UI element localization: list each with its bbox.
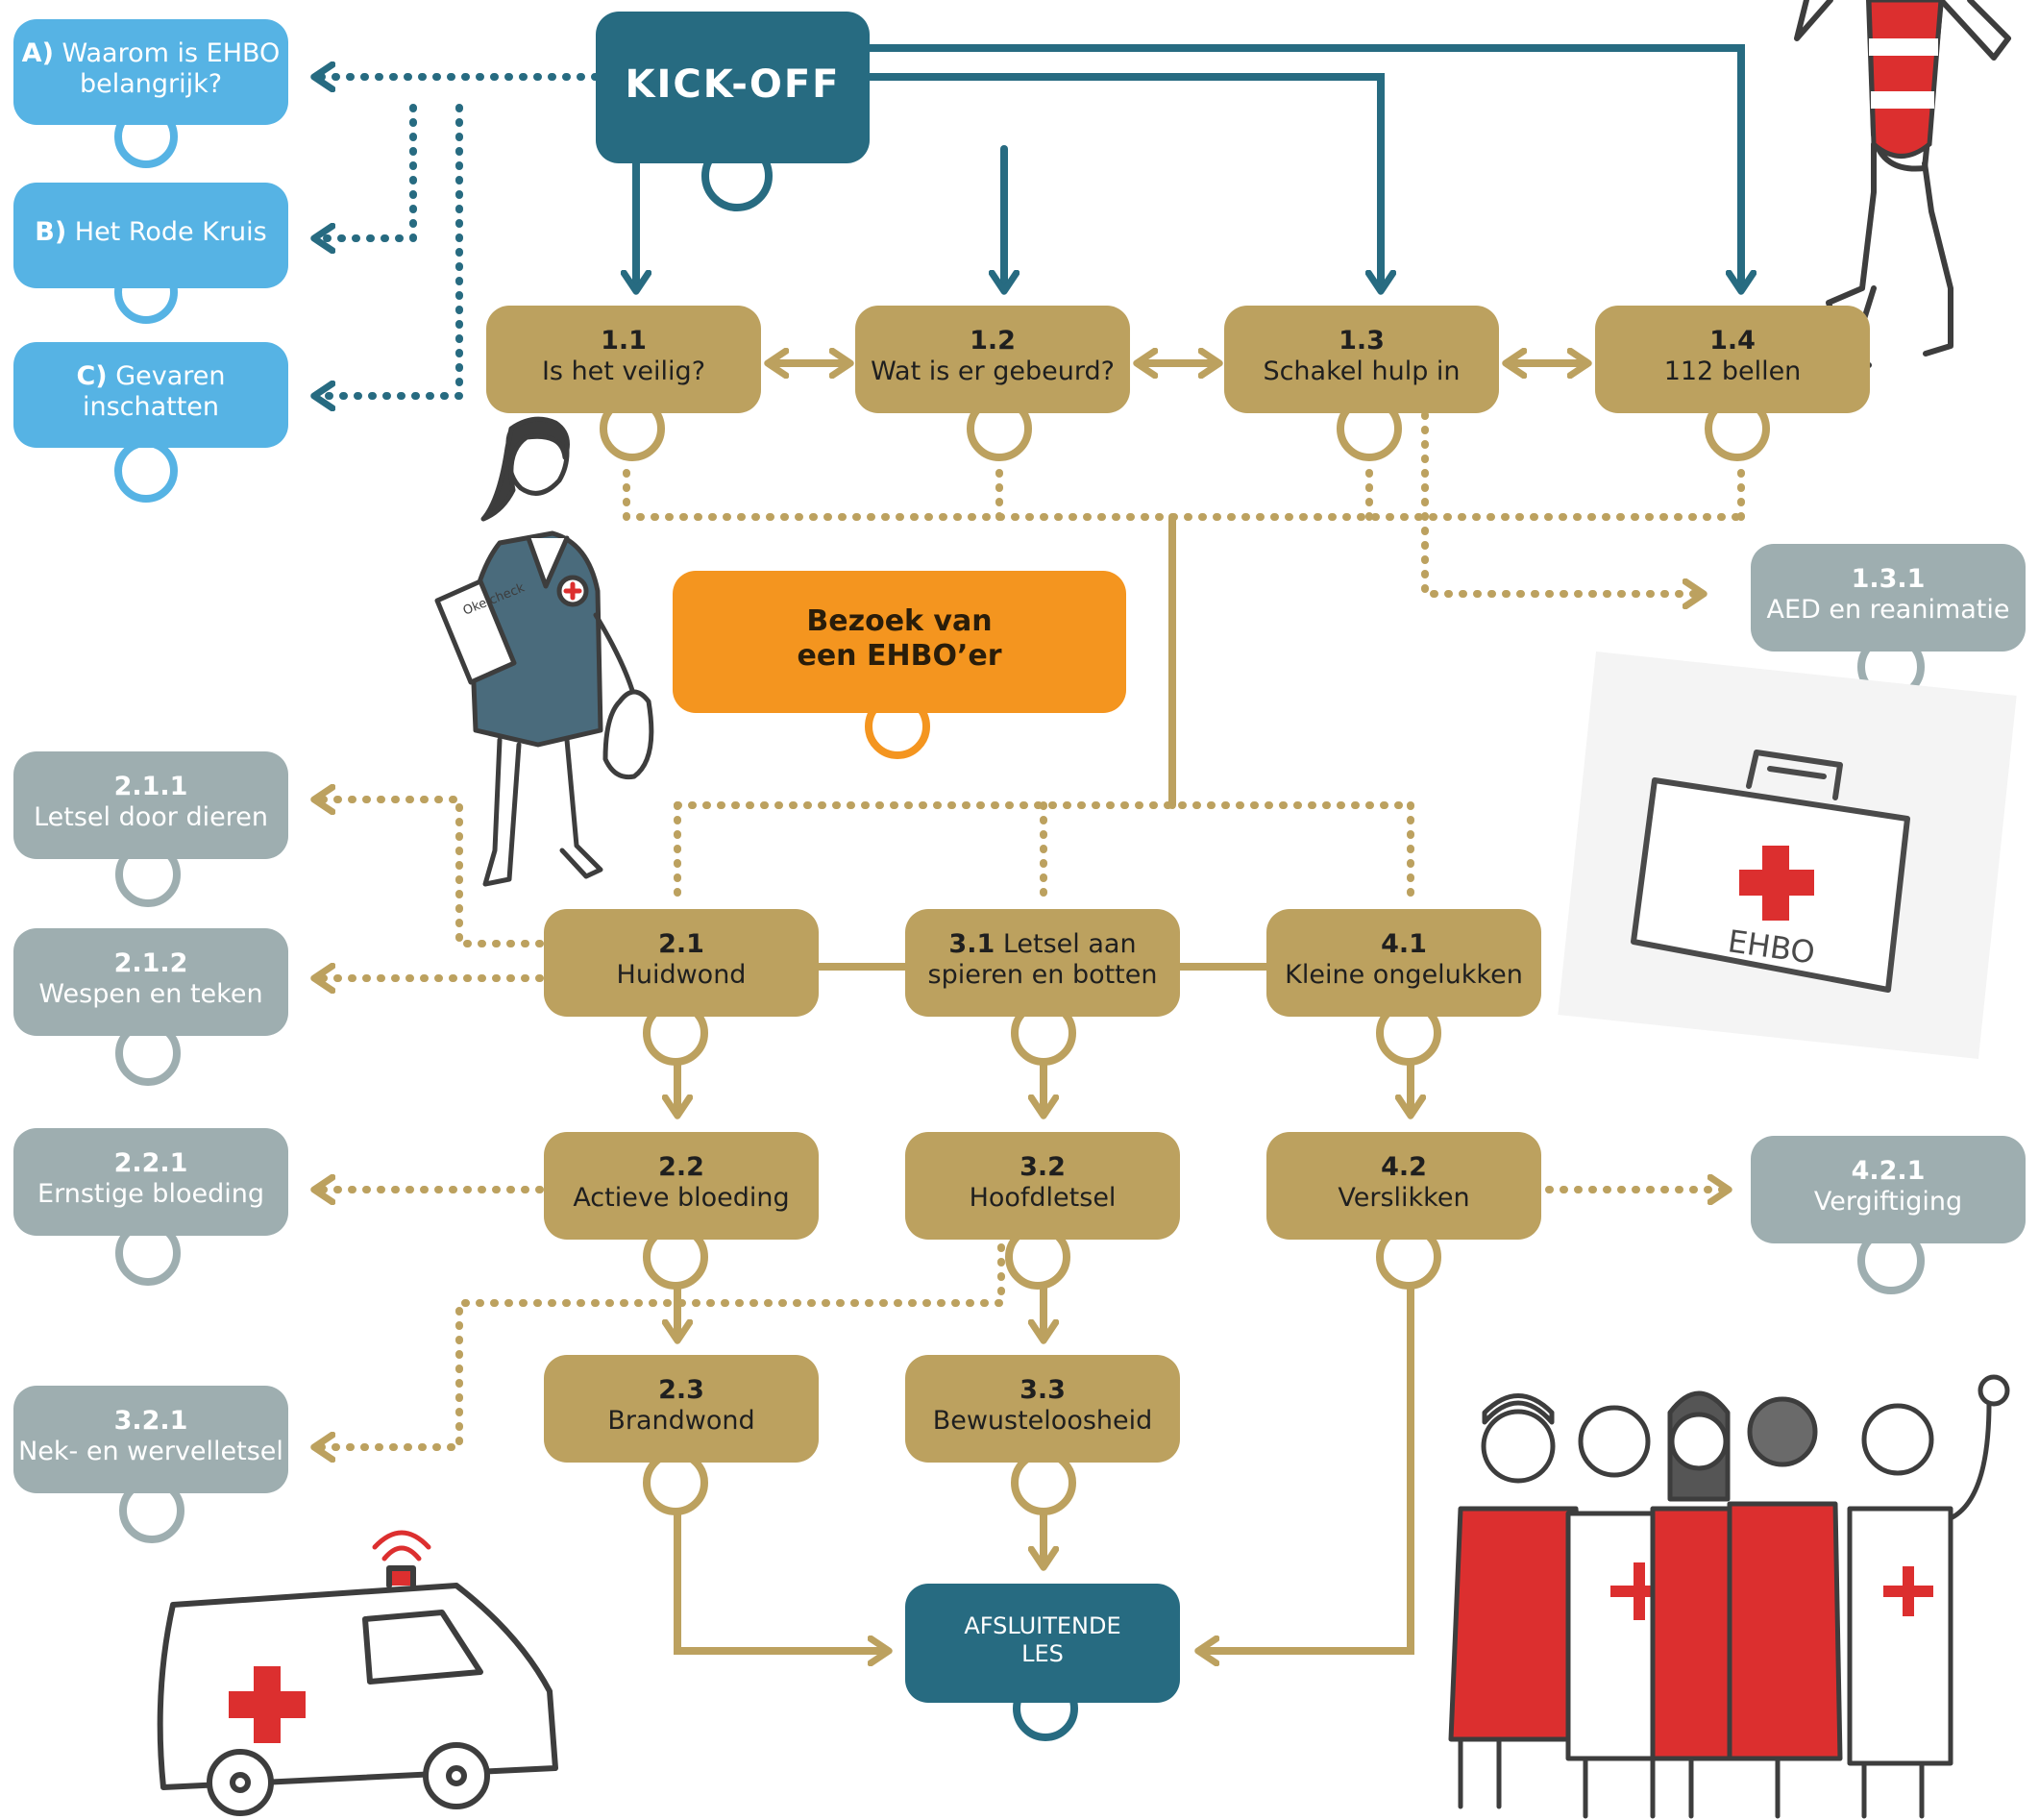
lesson-label: Wat is er gebeurd?	[871, 357, 1115, 386]
lesson-label: Is het veilig?	[541, 357, 706, 386]
kickoff-box[interactable]: KICK-OFF	[596, 12, 870, 163]
lesson-number: 4.2	[1381, 1151, 1427, 1182]
lesson-label: Kleine ongelukken	[1285, 960, 1523, 990]
lesson-label: Brandwond	[607, 1406, 755, 1436]
lesson-3-2[interactable]: 3.2 Hoofdletsel	[905, 1132, 1180, 1240]
extra-4-2-1[interactable]: 4.2.1 Vergiftiging	[1751, 1136, 2026, 1243]
intro-a-key: A)	[21, 37, 54, 68]
extra-label: Vergiftiging	[1813, 1187, 1963, 1217]
intro-b-text: Het Rode Kruis	[74, 216, 267, 247]
intro-box-b[interactable]: B) Het Rode Kruis	[13, 183, 288, 288]
lesson-number: 2.3	[658, 1374, 704, 1405]
intro-arrows	[317, 77, 600, 396]
lesson-4-1[interactable]: 4.1 Kleine ongelukken	[1266, 909, 1541, 1017]
intro-c-text: Gevaren inschatten	[82, 360, 226, 422]
dotted-gold-lines	[317, 411, 1745, 1447]
extra-label: Ernstige bloeding	[37, 1179, 264, 1209]
lesson-label: Huidwond	[616, 960, 747, 990]
lesson-number: 4.1	[1381, 928, 1427, 959]
lesson-3-1[interactable]: 3.1 Letsel aan spieren en botten	[905, 909, 1180, 1017]
lesson-number: 3.3	[1020, 1374, 1066, 1405]
intro-box-c[interactable]: C) Gevaren inschatten	[13, 342, 288, 448]
extra-number: 2.1.1	[113, 771, 188, 801]
visit-label: Bezoek van een EHBO’er	[797, 604, 1002, 673]
lesson-number: 3.2	[1020, 1151, 1066, 1182]
extra-2-1-2[interactable]: 2.1.2 Wespen en teken	[13, 928, 288, 1036]
lesson-label: Hoofdletsel	[969, 1183, 1117, 1213]
lesson-1-2[interactable]: 1.2 Wat is er gebeurd?	[855, 306, 1130, 413]
extra-2-2-1[interactable]: 2.2.1 Ernstige bloeding	[13, 1128, 288, 1236]
lesson-2-3[interactable]: 2.3 Brandwond	[544, 1355, 819, 1463]
lesson-label: Verslikken	[1338, 1183, 1470, 1213]
lesson-1-1[interactable]: 1.1 Is het veilig?	[486, 306, 761, 413]
extra-1-3-1[interactable]: 1.3.1 AED en reanimatie	[1751, 544, 2026, 652]
lesson-label: Bewusteloosheid	[932, 1406, 1153, 1436]
lesson-1-4[interactable]: 1.4 112 bellen	[1595, 306, 1870, 413]
kickoff-label: KICK-OFF	[625, 62, 841, 107]
intro-a-text: Waarom is EHBO belangrijk?	[61, 37, 281, 99]
closing-lesson-box[interactable]: AFSLUITENDE LES	[905, 1584, 1180, 1703]
lesson-number: 3.1	[948, 928, 995, 959]
lesson-number: 2.1	[658, 928, 704, 959]
extra-label: Wespen en teken	[38, 979, 263, 1009]
extra-label: AED en reanimatie	[1766, 595, 2010, 625]
lesson-label: Actieve bloeding	[573, 1183, 790, 1213]
lesson-number: 1.3	[1339, 325, 1385, 356]
lesson-number: 2.2	[658, 1151, 704, 1182]
kickoff-arrows	[636, 44, 1741, 288]
extra-number: 3.2.1	[113, 1405, 188, 1436]
lesson-number: 1.2	[970, 325, 1016, 356]
extra-number: 2.2.1	[113, 1147, 188, 1178]
intro-b-key: B)	[35, 216, 67, 247]
intro-box-a[interactable]: A) Waarom is EHBO belangrijk?	[13, 19, 288, 125]
extra-number: 2.1.2	[113, 947, 188, 978]
visit-box[interactable]: Bezoek van een EHBO’er	[673, 571, 1126, 713]
lesson-3-3[interactable]: 3.3 Bewusteloosheid	[905, 1355, 1180, 1463]
lesson-2-2[interactable]: 2.2 Actieve bloeding	[544, 1132, 819, 1240]
solid-gold-lines	[677, 513, 1411, 1651]
lesson-2-1[interactable]: 2.1 Huidwond	[544, 909, 819, 1017]
extra-number: 1.3.1	[1851, 563, 1926, 594]
lesson-number: 1.4	[1709, 325, 1756, 356]
extra-label: Letsel door dieren	[34, 802, 268, 832]
extra-number: 4.2.1	[1851, 1155, 1926, 1186]
extra-label: Nek- en wervelletsel	[18, 1437, 283, 1466]
extra-3-2-1[interactable]: 3.2.1 Nek- en wervelletsel	[13, 1386, 288, 1493]
lesson-label: 112 bellen	[1663, 357, 1802, 386]
lesson-4-2[interactable]: 4.2 Verslikken	[1266, 1132, 1541, 1240]
closing-lesson-label: AFSLUITENDE LES	[964, 1612, 1121, 1667]
lesson-number: 1.1	[601, 325, 647, 356]
extra-2-1-1[interactable]: 2.1.1 Letsel door dieren	[13, 751, 288, 859]
lesson-label: Schakel hulp in	[1263, 357, 1461, 386]
intro-c-key: C)	[76, 360, 108, 391]
lesson-1-3[interactable]: 1.3 Schakel hulp in	[1224, 306, 1499, 413]
lesson-label: Letsel aan spieren en botten	[927, 928, 1158, 990]
